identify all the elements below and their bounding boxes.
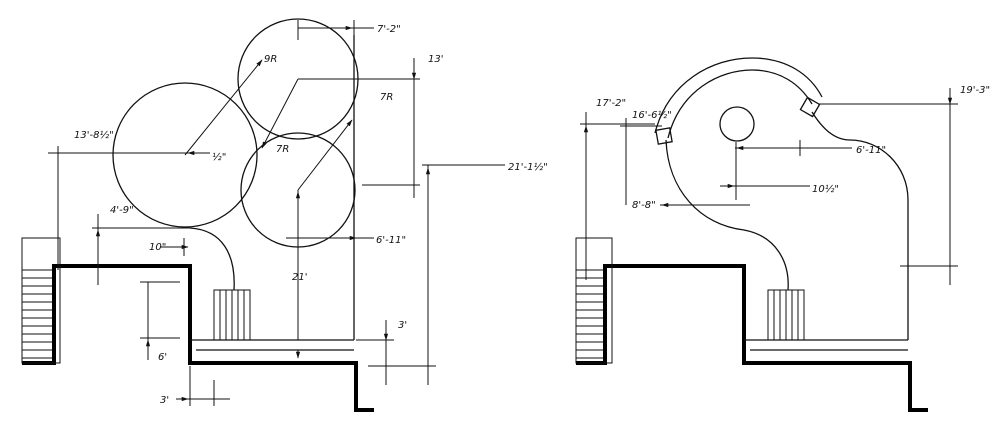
right-plan: 17'-2" 16'-6½" 19'-3" 6'-11" 10½" (575, 57, 990, 412)
dim-13-label: 13' (428, 54, 443, 65)
left-center-steps (213, 289, 251, 341)
dim-19-3 (818, 88, 958, 285)
arched-walkway (654, 57, 823, 139)
dim-6-11-left (286, 232, 374, 244)
walkway-post-right (799, 96, 821, 118)
left-plan: 9R 7R 7R 7'-2" 13' 21'-1½" (21, 18, 548, 412)
label-7r-center: 7R (276, 144, 289, 155)
dim-8-8-label: 8'-8" (632, 200, 656, 211)
dim-3-bottom (176, 366, 230, 406)
dim-16-6-label: 16'-6½" (632, 109, 672, 121)
right-side-steps (575, 237, 613, 364)
circle-9r (112, 82, 258, 228)
left-building-wall (22, 264, 374, 412)
dim-4-9-label: 4'-9" (110, 205, 134, 216)
dim-6-11-right (735, 140, 852, 156)
label-7r-right: 7R (380, 92, 393, 103)
dim-4-9 (92, 214, 190, 285)
dim-6 (140, 281, 180, 360)
dim-10-half (720, 142, 810, 200)
right-center-steps (767, 289, 805, 341)
dim-half-label: ½" (212, 151, 226, 163)
dim-19-3-label: 19'-3" (960, 85, 990, 96)
dim-21-label: 21' (292, 272, 307, 283)
dim-7-2 (297, 20, 374, 40)
dim-10-label: 10" (149, 242, 166, 253)
dim-10-half-label: 10½" (812, 183, 839, 195)
walkway-post-left (655, 127, 673, 145)
dim-3-bottom-label: 3' (160, 395, 169, 406)
dim-13-8-label: 13'-8½" (74, 129, 114, 141)
dim-3-right (356, 320, 394, 385)
right-building-wall (576, 264, 928, 412)
dim-21-1-label: 21'-1½" (508, 161, 548, 173)
label-9r: 9R (264, 54, 277, 65)
dim-21-1 (368, 164, 505, 385)
left-patio-outline (189, 35, 355, 351)
dim-16-6 (620, 118, 662, 205)
right-patio-outline (665, 111, 909, 351)
left-radius-leaders (184, 59, 353, 340)
fountain-circle (719, 106, 755, 142)
dim-13-8 (48, 146, 210, 270)
dim-13 (298, 58, 420, 198)
dim-6-11-label: 6'-11" (376, 235, 406, 246)
dim-3-right-label: 3' (398, 320, 407, 331)
dim-6-11-right-label: 6'-11" (856, 145, 886, 156)
left-side-steps (21, 237, 61, 364)
dim-10 (160, 238, 189, 256)
dim-6-label: 6' (158, 352, 167, 363)
dim-7-2-label: 7'-2" (377, 24, 401, 35)
dim-17-2 (580, 112, 655, 280)
dim-17-2-label: 17'-2" (596, 98, 626, 109)
